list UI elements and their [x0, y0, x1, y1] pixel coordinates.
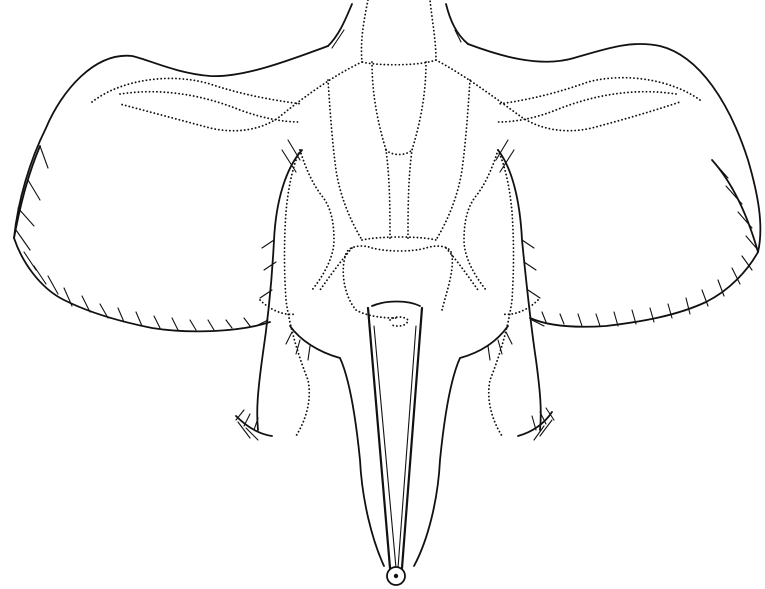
skeleton-dotted [92, 0, 700, 436]
neck [328, 4, 468, 48]
left-foot [236, 410, 272, 440]
right-foot [518, 408, 554, 440]
pivot-circle-icon [387, 567, 405, 585]
body-outline [256, 140, 544, 566]
left-wing [14, 46, 328, 331]
right-wing [468, 44, 760, 327]
pointer-rods [368, 302, 422, 569]
